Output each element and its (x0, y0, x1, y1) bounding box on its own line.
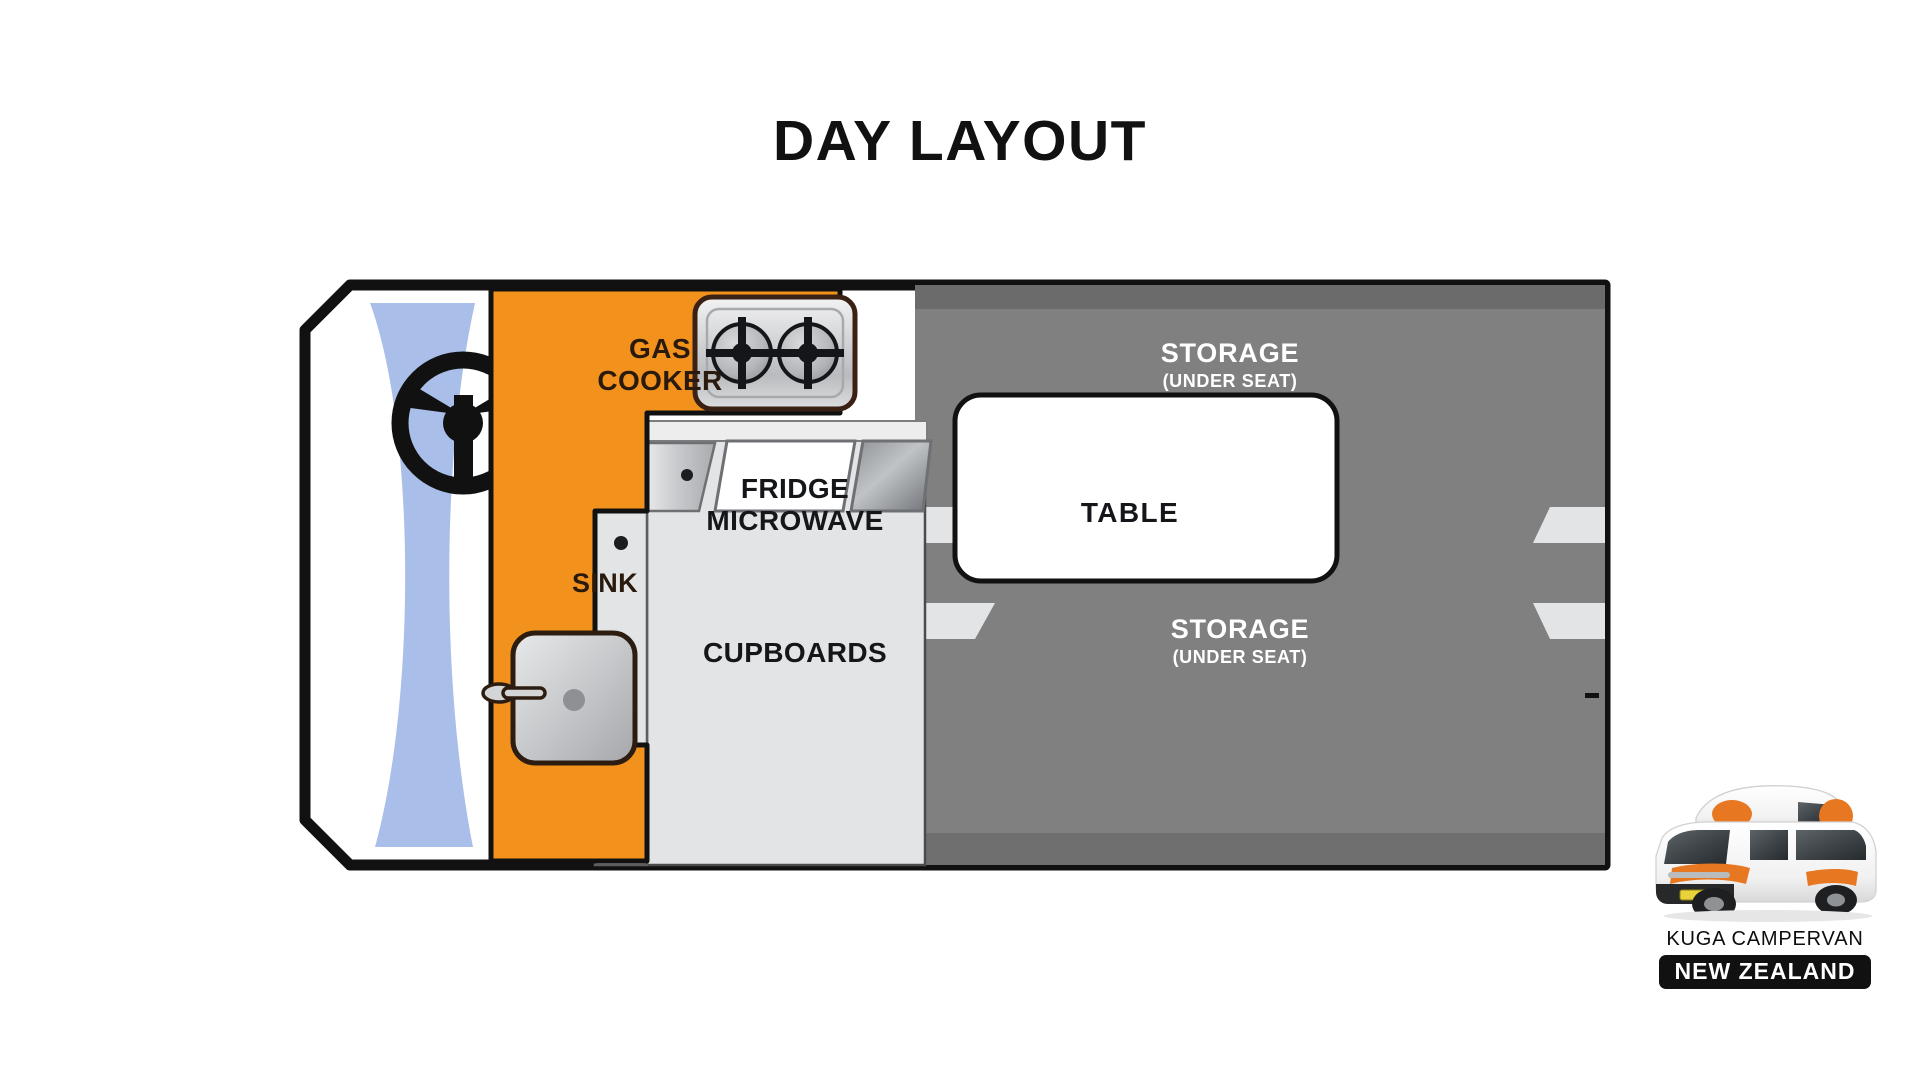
page-title: DAY LAYOUT (772, 109, 1147, 173)
dining-table-shape (952, 392, 1340, 584)
campervan-photo (1654, 785, 1877, 922)
storage-top-sub: (UNDER SEAT) (1162, 370, 1298, 391)
storage-top-main: STORAGE (1160, 338, 1300, 368)
storage-bottom-main: STORAGE (1170, 614, 1310, 644)
brand-name: KUGA CAMPERVAN (1666, 928, 1864, 950)
gas-cooktop-icon (692, 294, 858, 412)
brand-country-badge: NEW ZEALAND (1658, 955, 1872, 989)
floorplan-graphic (299, 279, 1611, 871)
storage-bottom-sub: (UNDER SEAT) (1172, 646, 1308, 667)
label-storage-top: STORAGE (UNDER SEAT) (1080, 338, 1380, 392)
brand-block: KUGA CAMPERVAN NEW ZEALAND (1620, 772, 1910, 989)
tap-icon (481, 682, 547, 704)
label-storage-bottom: STORAGE (UNDER SEAT) (1090, 614, 1390, 668)
floorplan: GAS COOKER SINK FRIDGE MICROWAVE CUPBOAR… (295, 275, 1615, 875)
sink-basin-icon (481, 630, 638, 766)
